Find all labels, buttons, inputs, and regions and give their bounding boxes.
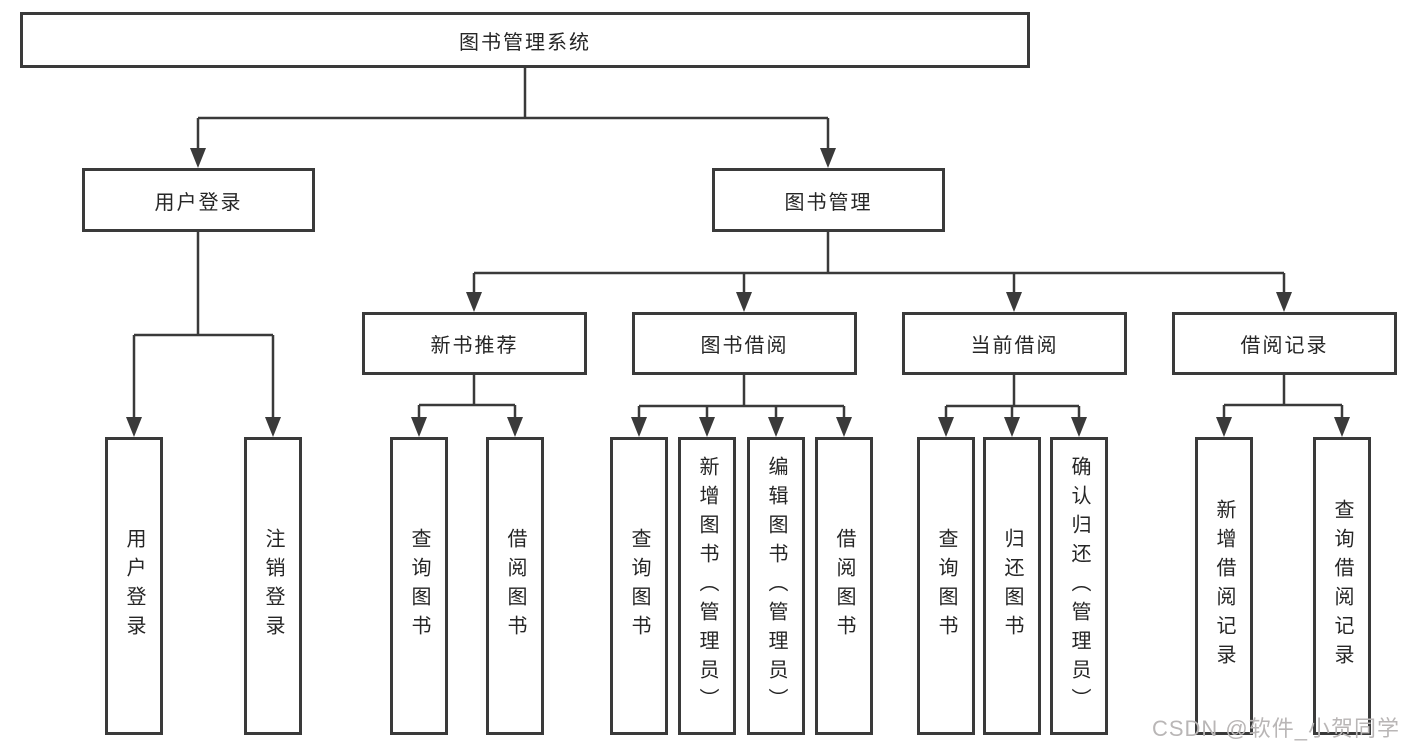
leaf-borrow-books: 借阅图书 <box>815 437 873 735</box>
node-label: 图书借阅 <box>700 335 789 357</box>
leaf-return-books: 归还图书 <box>983 437 1041 735</box>
leaf-query-books-borrow: 查询图书 <box>610 437 668 735</box>
leaf-query-books-recommend: 查询图书 <box>390 437 448 735</box>
node-label: 图书管理 <box>784 191 873 214</box>
node-label: 用户登录 <box>154 191 243 214</box>
leaf-borrow-books-recommend: 借阅图书 <box>486 437 544 735</box>
watermark: CSDN @软件_小贺同学 <box>1151 716 1400 741</box>
leaf-label: 查询图书 <box>935 528 957 644</box>
leaf-query-books-current: 查询图书 <box>917 437 975 735</box>
leaf-add-books-admin: 新增图书（管理员） <box>678 437 736 735</box>
leaf-add-borrow-record: 新增借阅记录 <box>1195 437 1253 735</box>
leaf-label: 新增借阅记录 <box>1213 499 1235 673</box>
leaf-edit-books-admin: 编辑图书（管理员） <box>747 437 805 735</box>
leaf-label: 查询图书 <box>408 528 430 644</box>
node-user-login: 用户登录 <box>82 168 315 232</box>
node-new-book-recommendation: 新书推荐 <box>362 312 587 375</box>
leaf-label: 查询图书 <box>628 528 650 644</box>
leaf-confirm-return-admin: 确认归还（管理员） <box>1050 437 1108 735</box>
node-label: 图书管理系统 <box>459 31 591 54</box>
leaf-user-login: 用户登录 <box>105 437 163 735</box>
leaf-label: 借阅图书 <box>504 528 526 644</box>
node-label: 借阅记录 <box>1240 335 1329 357</box>
node-label: 当前借阅 <box>970 335 1059 357</box>
leaf-label: 新增图书（管理员） <box>696 455 718 717</box>
node-borrowing-records: 借阅记录 <box>1172 312 1397 375</box>
leaf-label: 借阅图书 <box>833 528 855 644</box>
node-library-system: 图书管理系统 <box>20 12 1030 68</box>
leaf-query-borrow-record: 查询借阅记录 <box>1313 437 1371 735</box>
node-book-borrowing: 图书借阅 <box>632 312 857 375</box>
node-book-management: 图书管理 <box>712 168 945 232</box>
leaf-label: 确认归还（管理员） <box>1068 455 1090 717</box>
leaf-label: 注销登录 <box>262 528 284 644</box>
node-current-borrowing: 当前借阅 <box>902 312 1127 375</box>
leaf-label: 归还图书 <box>1001 528 1023 644</box>
leaf-logout: 注销登录 <box>244 437 302 735</box>
leaf-label: 编辑图书（管理员） <box>765 455 787 717</box>
leaf-label: 用户登录 <box>123 528 145 644</box>
node-label: 新书推荐 <box>430 335 519 357</box>
leaf-label: 查询借阅记录 <box>1331 499 1353 673</box>
